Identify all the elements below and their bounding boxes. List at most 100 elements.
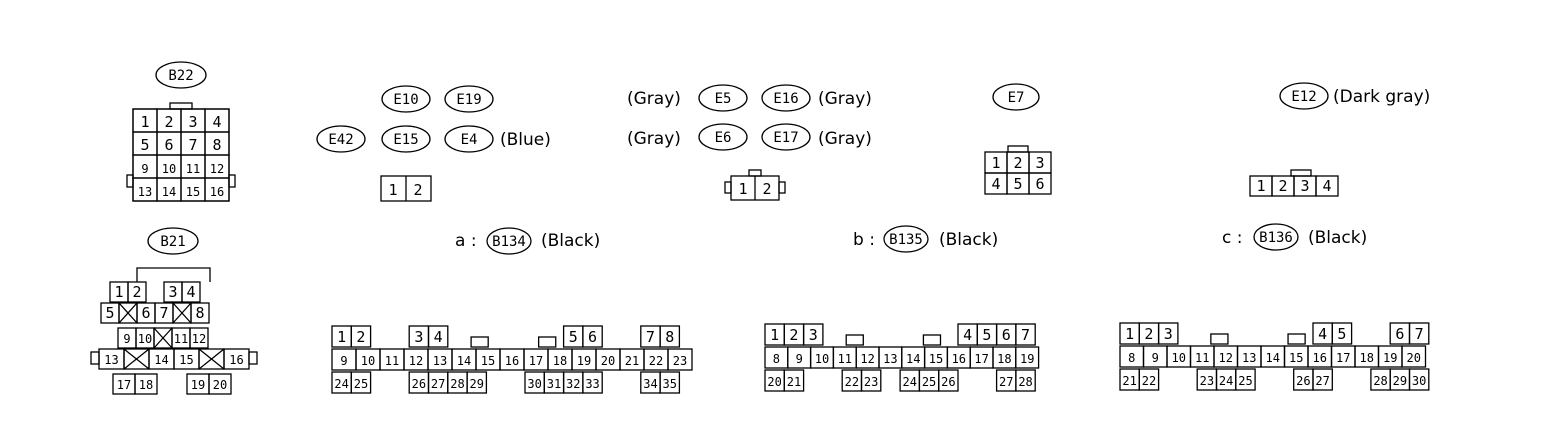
label-e4: E4 bbox=[461, 132, 478, 148]
pin-cell bbox=[1235, 368, 1256, 391]
blank-pin-cross bbox=[123, 348, 150, 370]
color-label-b136: (Black) bbox=[1308, 228, 1367, 248]
pin-label: 25 bbox=[354, 377, 368, 391]
pin-label: 25 bbox=[1238, 374, 1252, 388]
pin-label: 2 bbox=[1013, 154, 1022, 172]
pin-cell bbox=[1015, 369, 1036, 392]
pin-label: 18 bbox=[1360, 351, 1374, 365]
pin-label: 22 bbox=[845, 375, 859, 389]
latch-e5 bbox=[748, 169, 762, 177]
pin-label: 15 bbox=[179, 353, 193, 367]
pin-label: 18 bbox=[139, 378, 153, 392]
label-b134: B134 bbox=[492, 234, 526, 250]
blank-pin-cross bbox=[153, 327, 173, 349]
pin-cell bbox=[350, 325, 372, 348]
pin-label: 4 bbox=[186, 283, 195, 301]
connector-group-e10: E10 E19 E42 E15 E4 (Blue) 1 2 bbox=[316, 85, 551, 202]
pin-label: 9 bbox=[1152, 351, 1159, 365]
pin-label: 24 bbox=[903, 375, 917, 389]
pin-cell bbox=[1331, 322, 1353, 345]
pin-label: 18 bbox=[997, 352, 1011, 366]
side-tab-left-e5 bbox=[724, 181, 732, 194]
pin-label: 25 bbox=[922, 375, 936, 389]
pin-label: 19 bbox=[191, 378, 205, 392]
pin-cell bbox=[1015, 346, 1040, 369]
pin-cell bbox=[1408, 368, 1430, 391]
pin-label: 28 bbox=[1373, 374, 1387, 388]
pin-cell bbox=[659, 371, 681, 394]
color-label-e5: (Gray) bbox=[627, 89, 681, 109]
pin-label: 4 bbox=[991, 175, 1000, 193]
pin-label: 31 bbox=[547, 377, 561, 391]
blank-pin-cross bbox=[172, 302, 192, 324]
pin-label: 13 bbox=[433, 354, 447, 368]
pin-cell bbox=[1408, 322, 1430, 345]
pin-label: 13 bbox=[883, 352, 897, 366]
pin-label: 1 bbox=[337, 328, 346, 346]
pin-label: 8 bbox=[195, 304, 204, 322]
pin-label: 9 bbox=[141, 162, 148, 176]
pin-label: 10 bbox=[162, 162, 176, 176]
pin-label: 6 bbox=[164, 136, 173, 154]
label-e5: E5 bbox=[715, 91, 732, 107]
label-oval-e7 bbox=[992, 83, 1040, 111]
label-e7: E7 bbox=[1008, 90, 1025, 106]
pin-label: 27 bbox=[431, 377, 445, 391]
pin-label: 3 bbox=[1164, 325, 1173, 343]
color-label-b135: (Black) bbox=[939, 230, 998, 250]
pin-label: 6 bbox=[588, 328, 597, 346]
latch-b21 bbox=[136, 267, 211, 282]
pin-label: 9 bbox=[123, 332, 130, 346]
pin-label: 17 bbox=[529, 354, 543, 368]
pin-label: 24 bbox=[334, 377, 348, 391]
pin-label: 2 bbox=[356, 328, 365, 346]
pin-label: 2 bbox=[1278, 177, 1287, 195]
pin-label: 16 bbox=[229, 353, 243, 367]
pin-label: 15 bbox=[481, 354, 495, 368]
pin-cell bbox=[204, 177, 230, 202]
pin-label: 2 bbox=[1144, 325, 1153, 343]
latch-b22 bbox=[169, 102, 193, 110]
pin-label: 17 bbox=[117, 378, 131, 392]
color-label-e16: (Gray) bbox=[818, 89, 872, 109]
side-tab-right-e5 bbox=[778, 181, 786, 194]
label-oval-e42 bbox=[316, 125, 366, 153]
pin-label: 2 bbox=[413, 181, 422, 199]
pin-label: 12 bbox=[192, 332, 206, 346]
pin-label: 22 bbox=[649, 354, 663, 368]
pin-cell bbox=[181, 281, 201, 303]
pin-label: 4 bbox=[212, 113, 221, 131]
pin-label: 20 bbox=[767, 375, 781, 389]
pin-cell bbox=[1401, 345, 1427, 368]
label-b21: B21 bbox=[160, 234, 185, 250]
latch-e12 bbox=[1290, 169, 1312, 177]
pin-label: 6 bbox=[1035, 175, 1044, 193]
label-oval-e10 bbox=[381, 85, 431, 113]
pin-label: 23 bbox=[864, 375, 878, 389]
pin-label: 14 bbox=[457, 354, 471, 368]
pin-label: 14 bbox=[154, 353, 168, 367]
label-b136: B136 bbox=[1259, 230, 1293, 246]
pin-label: 15 bbox=[929, 352, 943, 366]
latch-e7 bbox=[1007, 145, 1029, 153]
pin-cell bbox=[1028, 172, 1052, 195]
pin-label: 7 bbox=[188, 136, 197, 154]
pin-label: 8 bbox=[212, 136, 221, 154]
pin-label: 4 bbox=[1322, 177, 1331, 195]
pin-label: 1 bbox=[388, 181, 397, 199]
pin-label: 1 bbox=[140, 113, 149, 131]
pin-label: 7 bbox=[646, 328, 655, 346]
pin-label: 7 bbox=[1021, 326, 1030, 344]
label-oval-e16 bbox=[761, 84, 811, 112]
pin-cell bbox=[1315, 175, 1339, 197]
pin-label: 10 bbox=[138, 332, 152, 346]
blank-pin-cross bbox=[118, 302, 138, 324]
label-oval-b136 bbox=[1253, 223, 1299, 251]
pin-label: 14 bbox=[906, 352, 920, 366]
pin-cell bbox=[783, 369, 805, 392]
